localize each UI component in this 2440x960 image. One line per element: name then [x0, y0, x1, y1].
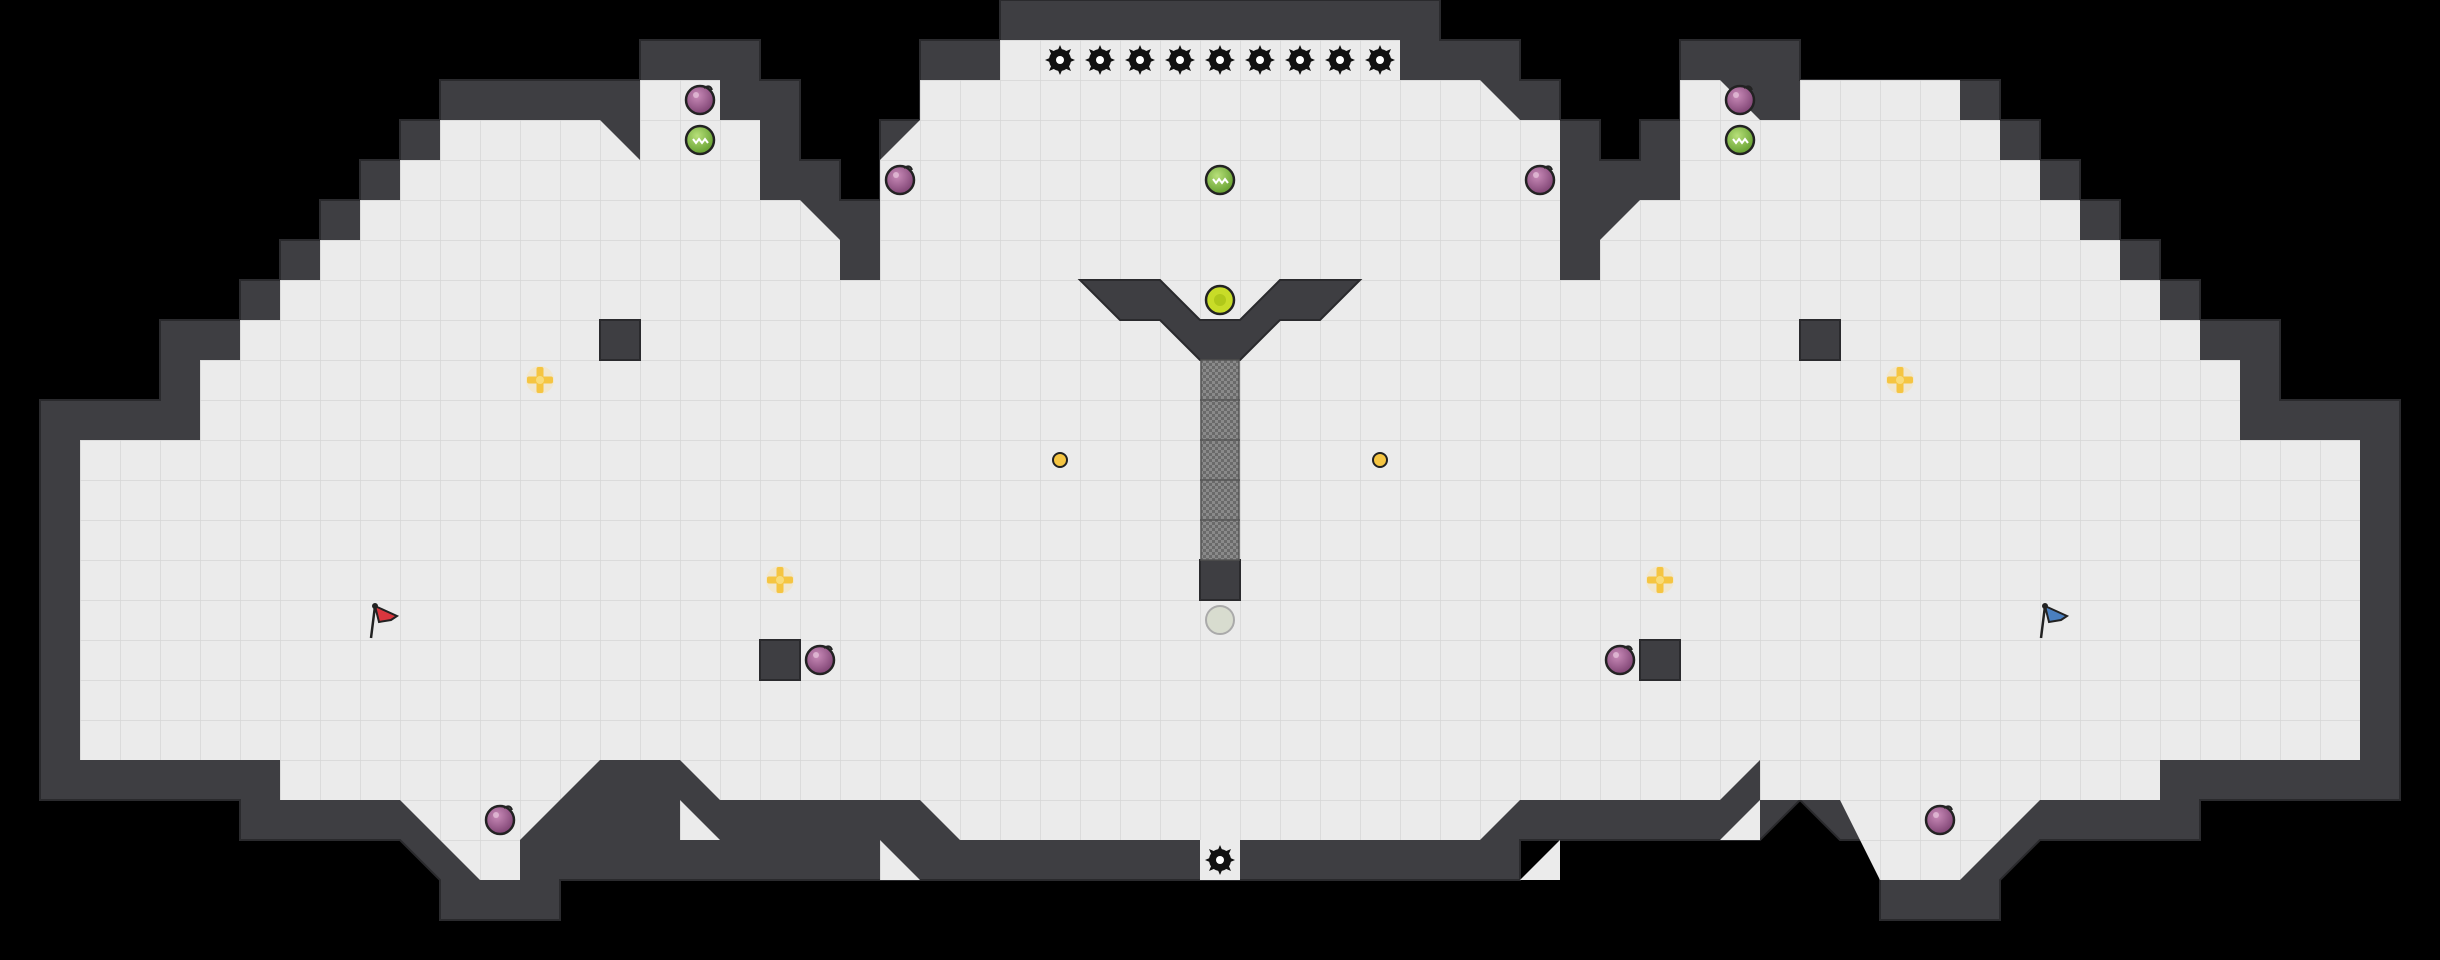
spikes-top — [1045, 45, 1395, 75]
yellow-powerup-icon — [1204, 284, 1236, 316]
powerup-icon — [684, 124, 716, 156]
spike-icon — [1045, 45, 1075, 75]
bomb-icon — [1524, 164, 1556, 196]
spike-icon — [1325, 45, 1355, 75]
spike-icon — [1205, 845, 1235, 875]
spike-icon — [1245, 45, 1275, 75]
gate — [1200, 359, 1240, 561]
blue-flag-icon — [2039, 603, 2070, 639]
button-icon — [1052, 452, 1068, 468]
buttons — [1052, 452, 1388, 468]
boost-icon — [766, 566, 794, 594]
boost-icon — [1886, 366, 1914, 394]
spike-icon — [1285, 45, 1315, 75]
spike-icon — [1365, 45, 1395, 75]
inactive-orb-icon — [1205, 605, 1235, 635]
bomb-icon — [884, 164, 916, 196]
red-flag-icon — [369, 603, 400, 639]
bomb-icon — [1724, 84, 1756, 116]
powerups — [684, 124, 1756, 316]
boost-icon — [526, 366, 554, 394]
spike-icon — [1165, 45, 1195, 75]
spike-icon — [1085, 45, 1115, 75]
powerup-icon — [1204, 164, 1236, 196]
button-icon — [1372, 452, 1388, 468]
spike-icon — [1205, 45, 1235, 75]
bomb-icon — [1604, 644, 1636, 676]
spike-icon — [1125, 45, 1155, 75]
bomb-icon — [804, 644, 836, 676]
boost-icon — [1646, 566, 1674, 594]
bomb-icon — [684, 84, 716, 116]
powerup-icon — [1724, 124, 1756, 156]
bomb-icon — [1924, 804, 1956, 836]
bomb-icon — [484, 804, 516, 836]
